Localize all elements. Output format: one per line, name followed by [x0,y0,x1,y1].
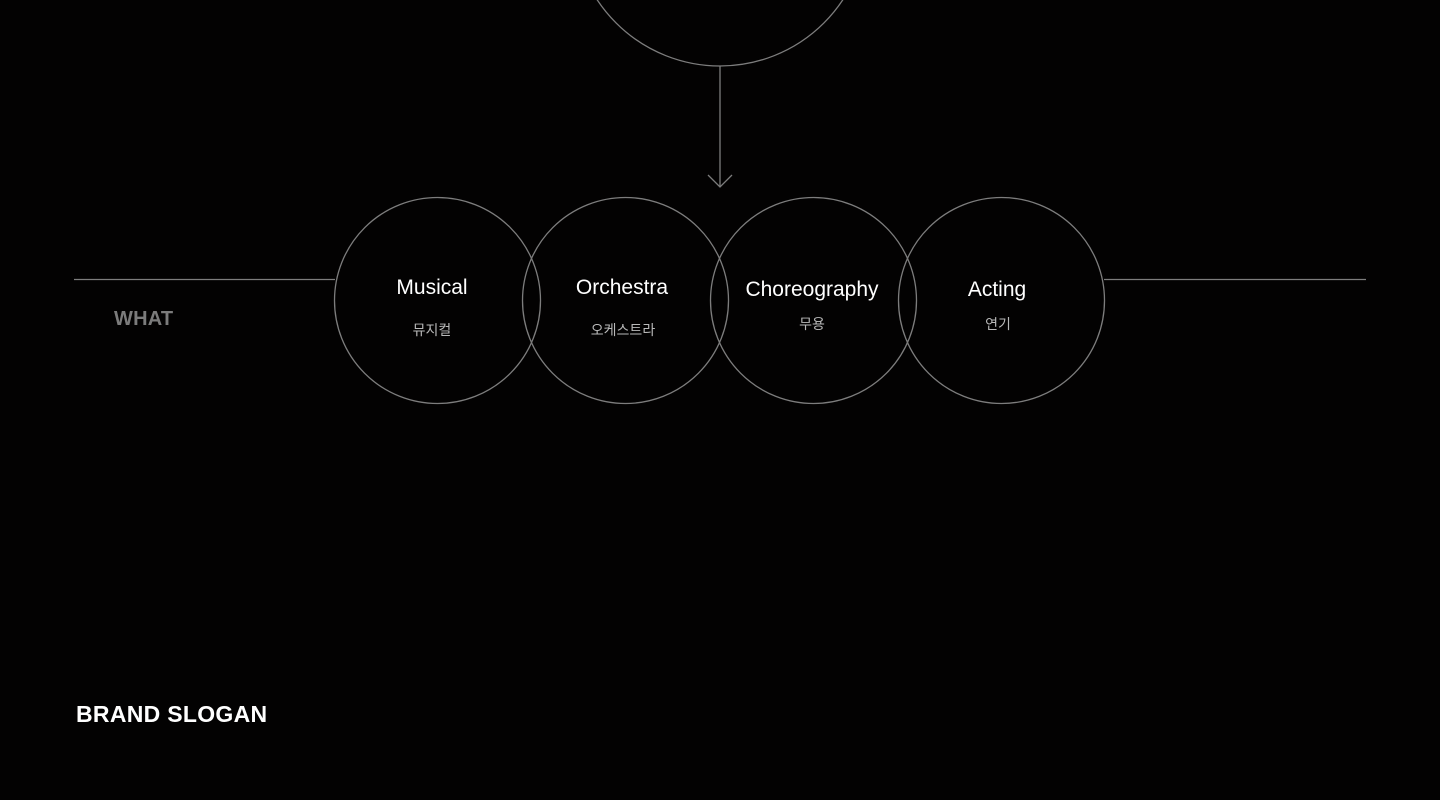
node-musical: Musical 뮤지컬 [333,196,542,405]
arrow-down-icon [707,174,733,188]
node-subtitle: 뮤지컬 [413,323,452,339]
parent-node-circle [596,0,844,67]
node-choreography: Choreography 무용 [709,196,918,405]
node-circle [521,196,730,405]
node-circle [709,196,918,405]
node-orchestra: Orchestra 오케스트라 [521,196,730,405]
node-subtitle: 연기 [985,317,1011,333]
node-subtitle: 오케스트라 [591,323,656,339]
node-circle [897,196,1106,405]
node-title: Acting [968,278,1026,301]
brand-slogan: BRAND SLOGAN [76,701,268,727]
node-acting: Acting 연기 [897,196,1106,405]
node-title: Orchestra [576,276,669,299]
node-title: Choreography [745,278,879,301]
node-title: Musical [396,276,467,299]
node-circle [333,196,542,405]
node-subtitle: 무용 [799,317,825,333]
section-label-what: WHAT [114,308,174,330]
